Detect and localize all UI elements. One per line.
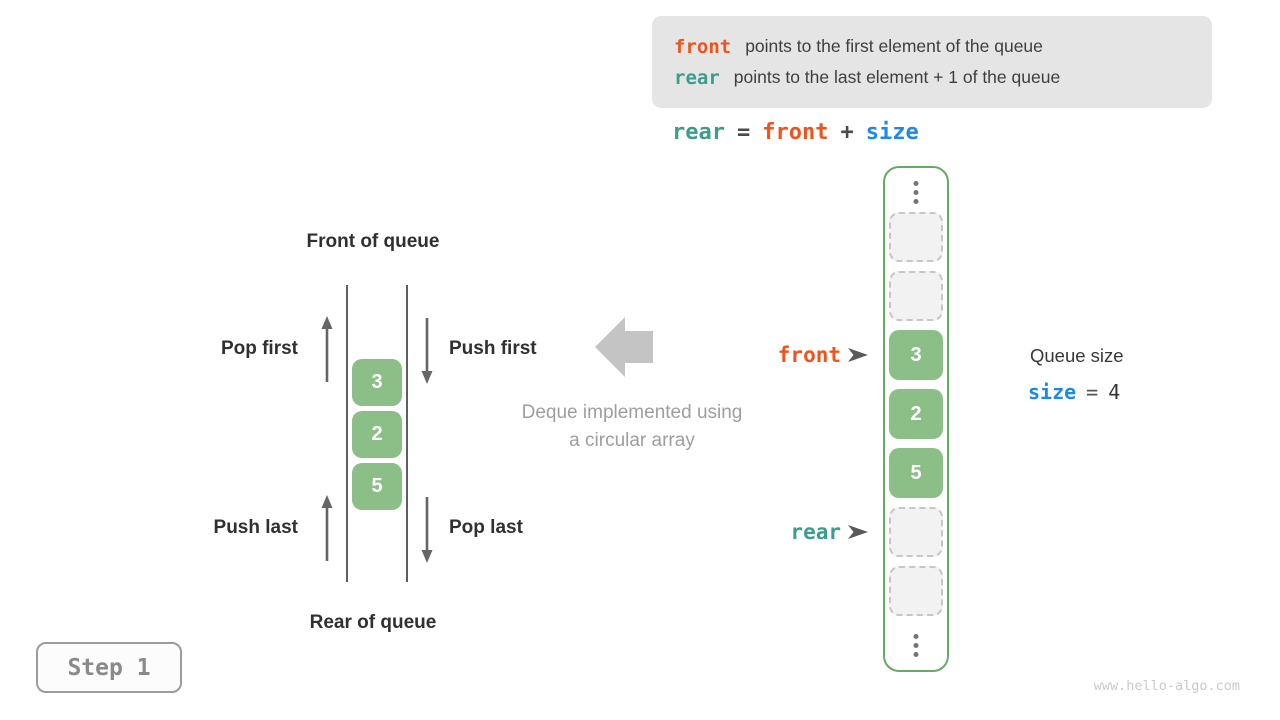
pop-last-label: Pop last [449, 517, 523, 538]
caption-line-2: a circular array [569, 430, 695, 451]
front-of-queue-label: Front of queue [306, 231, 440, 252]
array-cell-filled: 5 [889, 448, 943, 498]
legend-keyword: front [674, 35, 732, 58]
caption-line-1: Deque implemented using [521, 402, 743, 423]
queue-size-expression: size = 4 [1028, 380, 1120, 404]
ellipsis-bottom-icon [913, 634, 919, 657]
watermark: www.hello-algo.com [1093, 678, 1240, 694]
push-last-up-arrow-icon [321, 495, 333, 561]
pop-last-down-arrow-icon [421, 497, 433, 563]
push-first-label: Push first [449, 338, 537, 359]
formula-token: = [736, 120, 751, 145]
formula-token: size [865, 120, 919, 145]
formula-rear-front-size: rear = front + size [672, 120, 919, 145]
array-cell-empty [889, 507, 943, 557]
array-cell-empty [889, 271, 943, 321]
rear-pointer: rear [700, 520, 868, 544]
circular-array: 3 2 5 [883, 166, 949, 672]
array-cell-empty [889, 212, 943, 262]
front-pointer-arrow-icon [848, 348, 868, 362]
ellipsis-top-icon [913, 181, 919, 204]
pop-first-up-arrow-icon [321, 316, 333, 382]
queue-channel-left-line [346, 285, 348, 582]
array-cell-empty [889, 566, 943, 616]
pop-first-label: Pop first [220, 338, 298, 359]
queue-channel-right-line [406, 285, 408, 582]
legend-row: rear points to the last element + 1 of th… [674, 67, 1212, 89]
queue-value-box: 3 [352, 359, 402, 406]
queue-value-box: 2 [352, 411, 402, 458]
array-cell-filled: 3 [889, 330, 943, 380]
array-cell-filled: 2 [889, 389, 943, 439]
push-first-down-arrow-icon [421, 318, 433, 384]
legend-row: front points to the first element of the … [674, 36, 1212, 58]
formula-token: rear [672, 120, 725, 145]
legend-box: front points to the first element of the … [652, 16, 1212, 108]
push-last-label: Push last [213, 517, 298, 538]
size-keyword: size [1028, 380, 1077, 404]
formula-token: front [762, 120, 829, 145]
rear-of-queue-label: Rear of queue [309, 612, 437, 633]
front-pointer: front [700, 343, 868, 367]
step-badge: Step 1 [36, 642, 182, 693]
legend-text: points to the first element of the queue [745, 36, 1043, 56]
rear-pointer-label: rear [790, 520, 841, 544]
legend-keyword: rear [674, 66, 720, 89]
queue-value-box: 5 [352, 463, 402, 510]
rear-pointer-arrow-icon [848, 525, 868, 539]
center-caption: Deque implemented using a circular array [482, 399, 782, 455]
legend-text: points to the last element + 1 of the qu… [733, 67, 1061, 87]
front-pointer-label: front [777, 343, 841, 367]
equals-sign: = [1086, 380, 1099, 404]
queue-size-title: Queue size [1030, 345, 1124, 366]
left-block-arrow-icon [595, 317, 653, 377]
queue-size-value: 4 [1108, 380, 1121, 404]
formula-token: + [840, 120, 854, 145]
